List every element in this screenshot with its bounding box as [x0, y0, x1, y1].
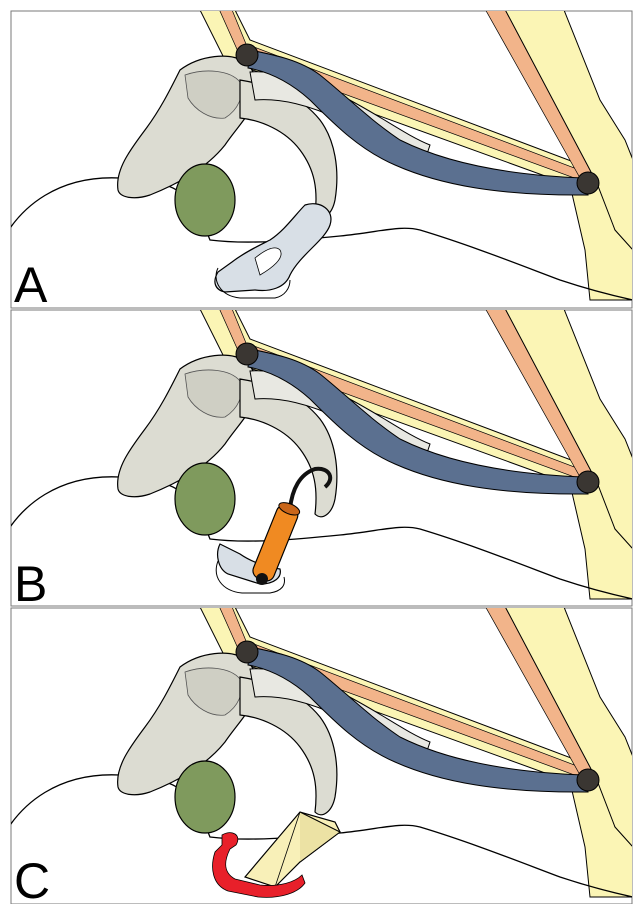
- panel-label-a: A: [14, 257, 48, 313]
- panel-c: [0, 597, 633, 897]
- ossicle-joint-icon: [236, 44, 258, 66]
- piston-prosthesis: [251, 500, 302, 583]
- ossicle-joint-icon: [236, 641, 258, 663]
- cartilage-graft: [245, 812, 340, 887]
- panel-b: [0, 299, 633, 599]
- panel-a: [0, 0, 633, 300]
- ossicle-joint-icon: [236, 343, 258, 365]
- ossicle-joint-icon: [577, 471, 599, 493]
- ossicle-joint-icon: [577, 769, 599, 791]
- facial-nerve-icon: [175, 761, 235, 833]
- facial-nerve-icon: [175, 164, 235, 236]
- panel-label-b: B: [14, 556, 47, 612]
- facial-nerve-icon: [175, 463, 235, 535]
- panel-label-c: C: [14, 853, 50, 904]
- piston-tip: [256, 573, 268, 585]
- ossicle-joint-icon: [577, 172, 599, 194]
